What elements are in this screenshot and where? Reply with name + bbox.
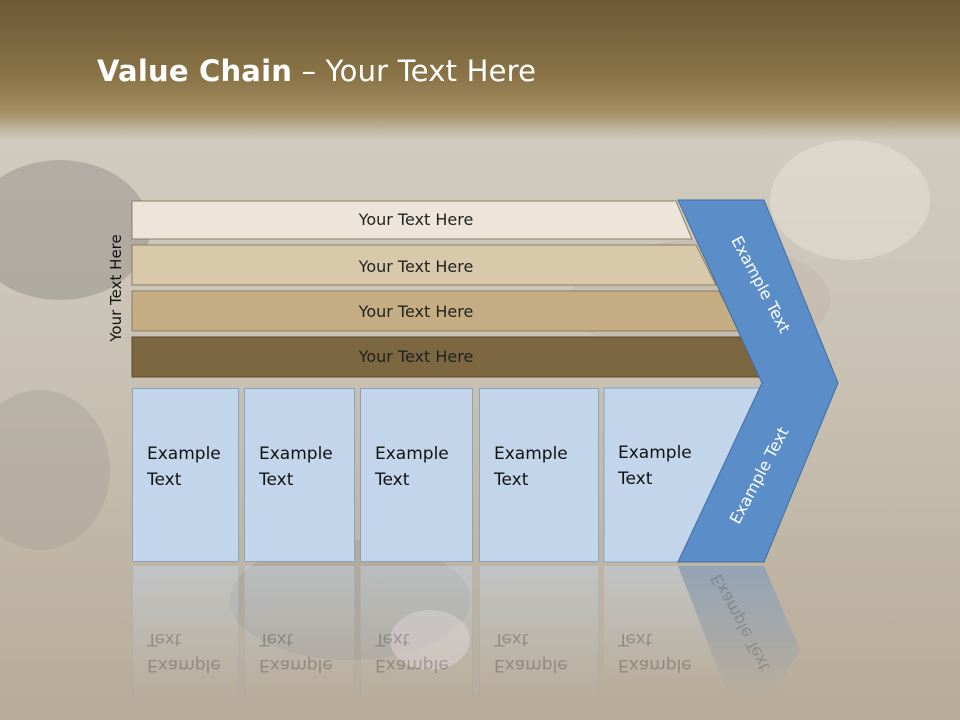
row-4-label: Your Text Here bbox=[358, 347, 474, 366]
chevron-reflection bbox=[678, 566, 800, 700]
chevron-arrow bbox=[677, 199, 839, 563]
row-3: Your Text Here bbox=[131, 290, 740, 332]
row-2: Your Text Here bbox=[131, 244, 717, 286]
slide-title-bold: Value Chain bbox=[97, 54, 293, 88]
primary-box-2-label: Example Text bbox=[259, 444, 333, 490]
primary-box-1-reflection-label: Example Text bbox=[147, 629, 221, 675]
row-4: Your Text Here bbox=[131, 336, 763, 378]
primary-box-5-reflection bbox=[604, 566, 726, 690]
primary-box-4: Example Text bbox=[479, 388, 599, 562]
primary-box-4-reflection: Example Text bbox=[479, 566, 599, 696]
primary-box-3-reflection: Example Text bbox=[360, 566, 473, 696]
slide-title-rest: – Your Text Here bbox=[292, 54, 537, 88]
row-2-label: Your Text Here bbox=[358, 257, 474, 276]
primary-box-3-label: Example Text bbox=[375, 444, 449, 490]
primary-box-5-reflection-text-wrap: Example Text bbox=[604, 566, 714, 696]
primary-box-1-reflection: Example Text bbox=[132, 566, 239, 696]
primary-box-4-reflection-label: Example Text bbox=[494, 629, 568, 675]
primary-box-4-label: Example Text bbox=[494, 444, 568, 490]
primary-box-1: Example Text bbox=[132, 388, 239, 562]
primary-box-5-label: Example Text bbox=[618, 443, 692, 489]
primary-box-3: Example Text bbox=[360, 388, 473, 562]
primary-box-5-reflection-label: Example Text bbox=[618, 629, 692, 675]
row-3-label: Your Text Here bbox=[358, 302, 474, 321]
primary-box-2: Example Text bbox=[244, 388, 355, 562]
primary-box-2-reflection-label: Example Text bbox=[259, 629, 333, 675]
row-1-label: Your Text Here bbox=[358, 210, 474, 229]
primary-box-3-reflection-label: Example Text bbox=[375, 629, 449, 675]
slide-title: Value Chain – Your Text Here bbox=[97, 54, 536, 88]
primary-box-5: Example Text bbox=[604, 388, 724, 562]
row-1: Your Text Here bbox=[131, 200, 693, 240]
primary-box-1-label: Example Text bbox=[147, 444, 221, 490]
primary-box-2-reflection: Example Text bbox=[244, 566, 355, 696]
title-band bbox=[0, 0, 960, 140]
